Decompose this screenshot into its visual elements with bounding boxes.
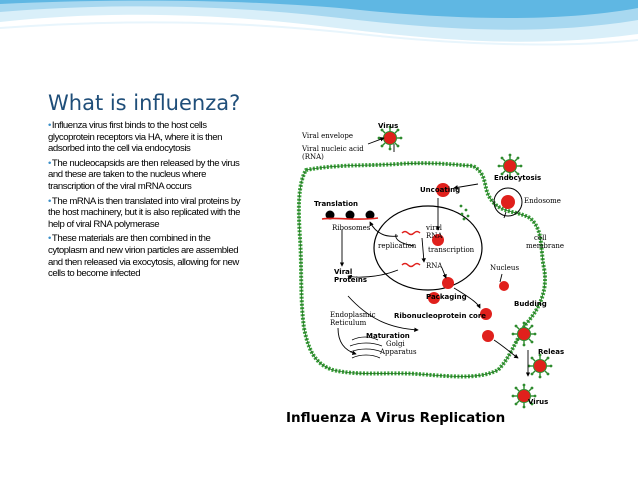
label-rna: RNA [426, 262, 443, 270]
replication-diagram: Virus Viral envelope Viral nucleic acid … [286, 122, 564, 426]
label-budding: Budding [514, 300, 547, 308]
virus-replication-figure: Virus Viral envelope Viral nucleic acid … [278, 118, 564, 433]
label-virus-top: Virus [378, 122, 398, 130]
bullet-text: Influenza virus first binds to the host … [48, 120, 223, 155]
bullet-marker: • [48, 195, 51, 207]
bullet-item: •The mRNA is then translated into viral … [48, 196, 246, 231]
virus-core-icon [428, 292, 440, 304]
virus-core-icon [480, 308, 492, 320]
label-uncoating: Uncoating [420, 186, 460, 194]
label-golgi-2: Apparatus [379, 348, 417, 356]
virus-core-icon [442, 277, 454, 289]
label-packaging: Packaging [426, 293, 467, 301]
label-virus-bottom: Virus [528, 398, 548, 406]
label-golgi-1: Golgi [386, 340, 406, 348]
golgi-apparatus-shape [349, 336, 383, 359]
virus-core-icon [499, 281, 509, 291]
virus-core-icon [501, 195, 515, 209]
bullet-item: •Influenza virus first binds to the host… [48, 120, 246, 155]
bullet-text: These materials are then combined in the… [48, 233, 239, 280]
label-transcription: transcription [428, 246, 475, 254]
bullet-text: The mRNA is then translated into viral p… [48, 195, 241, 230]
virus-icon [510, 320, 538, 348]
label-viral-proteins-1: Viral [334, 268, 352, 276]
label-cell: cell [534, 234, 547, 242]
ribosome-icons [325, 210, 375, 220]
label-membrane: membrane [526, 242, 564, 250]
label-endosome: Endosome [524, 197, 561, 205]
virus-icon [526, 352, 554, 380]
label-ribosomes: Ribosomes [332, 224, 371, 232]
label-viral-envelope: Viral envelope [301, 132, 353, 140]
label-rna-paren: (RNA) [302, 153, 324, 161]
label-maturation: Maturation [366, 332, 410, 340]
bullet-list: •Influenza virus first binds to the host… [48, 120, 246, 283]
virus-core-icon [482, 330, 494, 342]
slide-title: What is influenza? [48, 91, 241, 115]
endosome-shape [493, 187, 523, 217]
label-ribonucleoprotein-core: Ribonucleoprotein core [394, 312, 486, 320]
bullet-item: •These materials are then combined in th… [48, 233, 246, 279]
virus-core-icon [432, 234, 444, 246]
bullet-marker: • [48, 120, 51, 131]
nucleus-shape [373, 205, 483, 291]
virus-core-icon [436, 183, 450, 197]
label-translation: Translation [314, 200, 358, 208]
figure-caption: Influenza A Virus Replication [286, 410, 505, 426]
label-viral-nucleic-acid: Viral nucleic acid [301, 145, 364, 153]
label-endocytosis: Endocytosis [494, 174, 541, 182]
bullet-marker: • [48, 233, 51, 245]
label-er-1: Endoplasmic [330, 311, 376, 319]
label-viral-rna-2: RNA [426, 232, 443, 240]
label-viral-rna-1: viral [425, 224, 443, 232]
header-wave-banner [0, 0, 638, 46]
label-nucleus: Nucleus [490, 264, 519, 272]
label-viral-proteins-2: Proteins [334, 276, 367, 284]
bullet-item: •The nucleocapsids are then released by … [48, 158, 246, 193]
bullet-marker: • [48, 157, 51, 169]
label-er-2: Reticulum [330, 319, 367, 327]
bullet-text: The nucleocapsids are then released by t… [48, 157, 240, 192]
label-release: Release [538, 348, 564, 356]
released-spikes [459, 204, 470, 221]
label-replication: replication [378, 242, 417, 250]
